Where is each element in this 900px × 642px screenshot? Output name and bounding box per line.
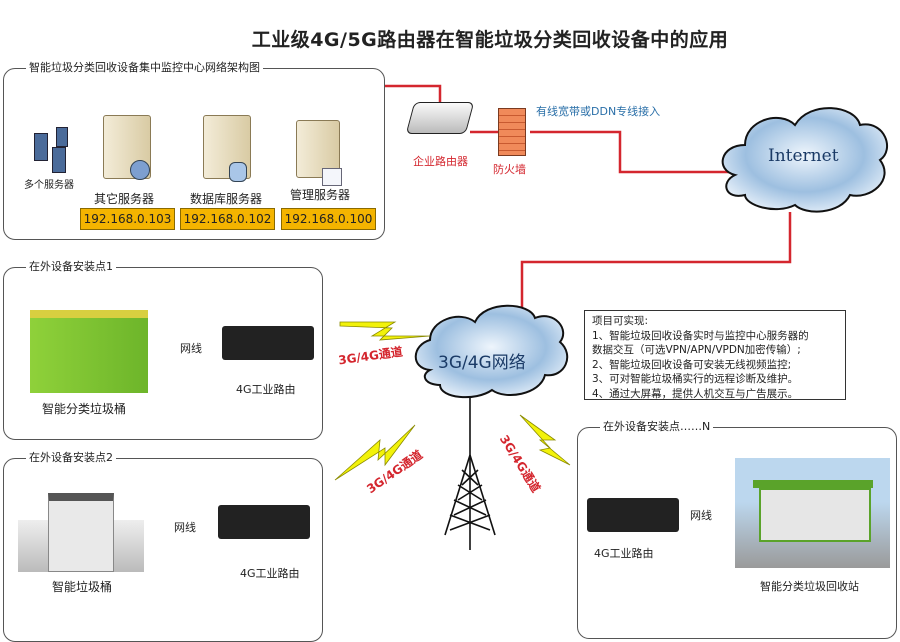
router-label: 4G工业路由: [594, 547, 654, 560]
access-label: 有线宽带或DDN专线接入: [536, 105, 661, 118]
firewall-icon: [498, 108, 526, 156]
lightning-icon: [339, 321, 431, 341]
server-name: 数据库服务器: [190, 192, 263, 206]
4g-router-icon: [218, 505, 310, 539]
device-label: 智能垃圾桶: [52, 580, 113, 594]
site-label: 在外设备安装点2: [26, 450, 116, 466]
lightning-icon: [519, 414, 571, 466]
4g-router-icon: [222, 326, 314, 360]
server-name: 其它服务器: [94, 192, 155, 206]
ip-address: 192.168.0.100: [281, 208, 376, 230]
device-label: 智能分类垃圾桶: [42, 402, 127, 416]
recycling-station-image: [735, 458, 890, 568]
channel-label: 3G/4G通道: [364, 447, 426, 497]
features-heading: 项目可实现:: [592, 315, 649, 327]
router-label: 4G工业路由: [236, 383, 296, 396]
server-cluster-label: 多个服务器: [24, 180, 74, 191]
mobile-network-label: 3G/4G网络: [438, 353, 526, 373]
site-label: 在外设备安装点……N: [600, 419, 714, 435]
firewall-label: 防火墙: [493, 163, 526, 176]
feature-line: 4、通过大屏幕，提供人机交互与广告展示。: [592, 387, 799, 400]
smart-bin-image: [48, 493, 114, 572]
database-icon: [229, 162, 247, 182]
server-cluster-icon: [30, 125, 74, 173]
router-label: 4G工业路由: [240, 567, 300, 580]
channel-label: 3G/4G通道: [337, 344, 404, 368]
panel-label: 智能垃圾分类回收设备集中监控中心网络架构图: [26, 60, 263, 76]
channel-label: 3G/4G通道: [496, 432, 544, 495]
internet-label: Internet: [768, 146, 839, 166]
server-name: 管理服务器: [290, 188, 351, 202]
diagram-title: 工业级4G/5G路由器在智能垃圾分类回收设备中的应用: [251, 29, 729, 51]
device-label: 智能分类垃圾回收站: [760, 580, 859, 593]
certificate-icon: [322, 168, 342, 186]
user-icon: [130, 160, 150, 180]
enterprise-router-icon: [405, 102, 475, 134]
feature-line: 3、可对智能垃圾桶实行的远程诊断及维护。: [592, 373, 799, 385]
features-box: 项目可实现: 1、智能垃圾回收设备实时与监控中心服务器的 数据交互（可选VPN/…: [584, 310, 846, 400]
ip-address: 192.168.0.103: [80, 208, 175, 230]
ip-address: 192.168.0.102: [180, 208, 275, 230]
feature-line: 2、智能垃圾回收设备可安装无线视频监控;: [592, 358, 792, 371]
smart-sorting-bin-image: [30, 310, 148, 393]
feature-line: 数据交互（可选VPN/APN/VPDN加密传输）;: [592, 344, 801, 356]
wire-label: 网线: [688, 507, 714, 523]
feature-line: 1、智能垃圾回收设备实时与监控中心服务器的: [592, 329, 809, 342]
4g-router-icon: [587, 498, 679, 532]
site-label: 在外设备安装点1: [26, 259, 116, 275]
wire-label: 网线: [178, 340, 204, 356]
wire-label: 网线: [172, 519, 198, 535]
cell-tower-icon: [444, 398, 496, 550]
enterprise-router-label: 企业路由器: [413, 155, 468, 168]
